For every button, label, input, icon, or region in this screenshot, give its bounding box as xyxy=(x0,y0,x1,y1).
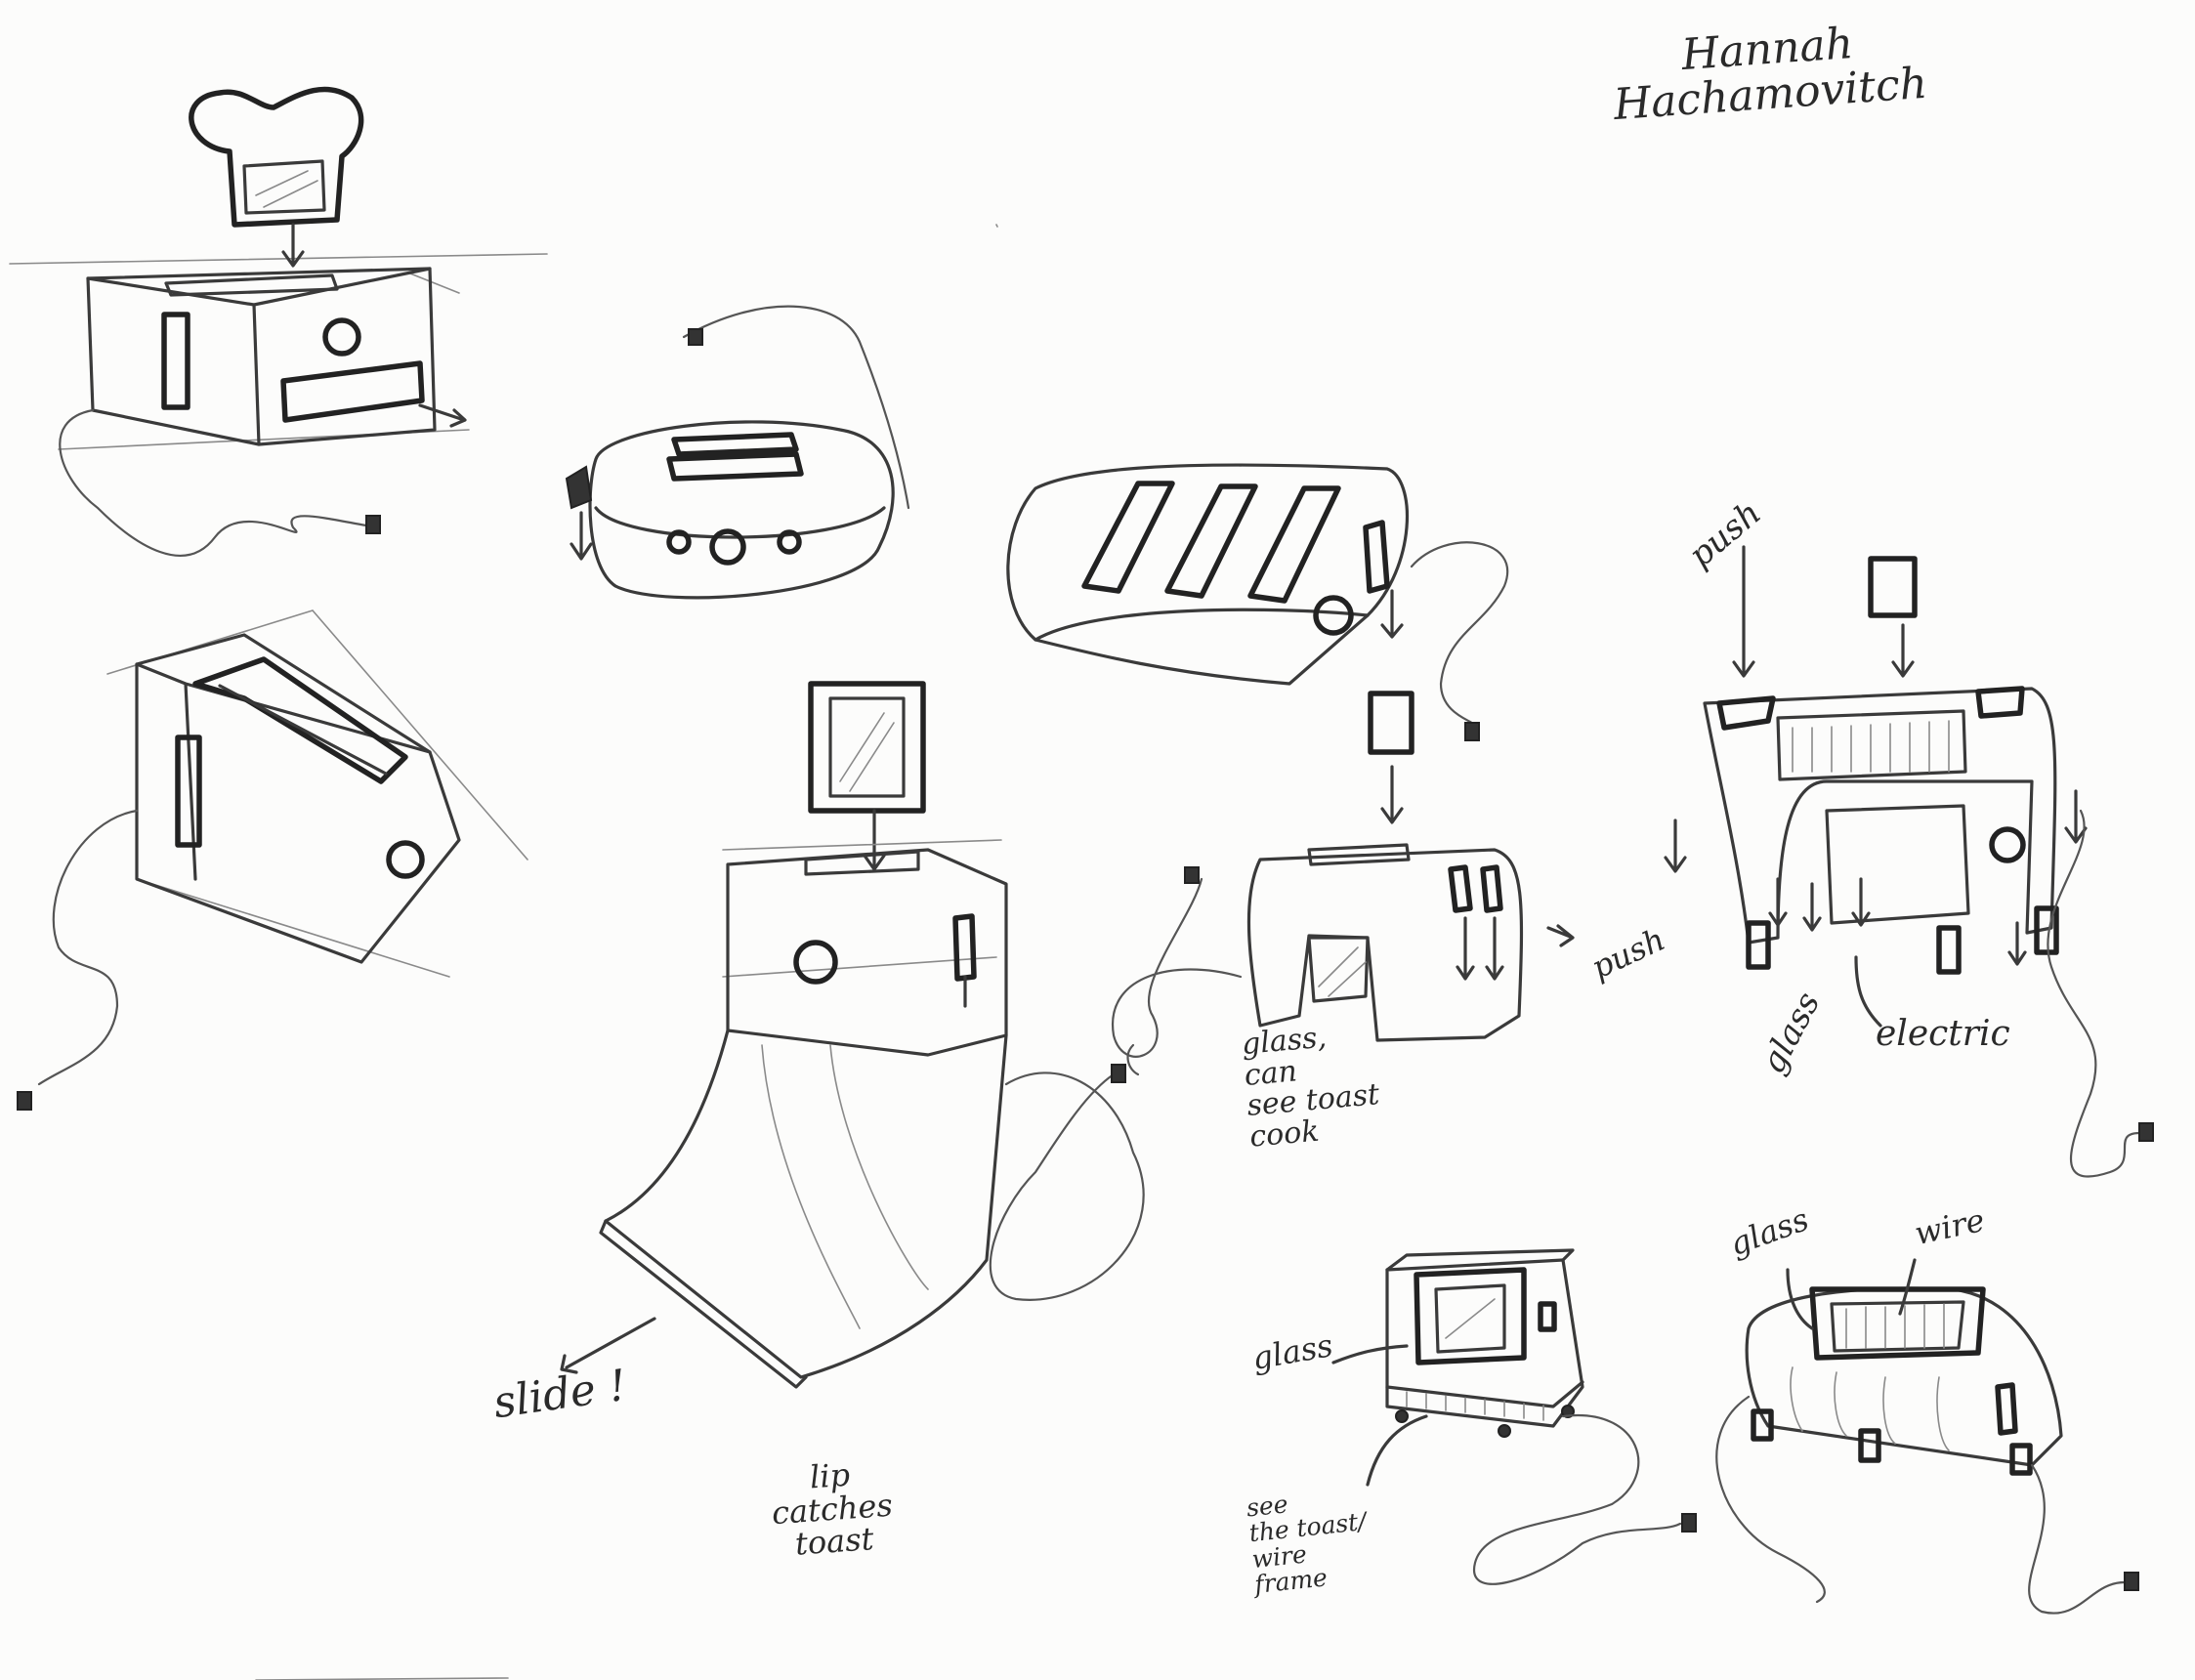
sketch-round-toaster xyxy=(565,305,910,600)
label-electric: electric xyxy=(1876,1014,2010,1054)
sketch-glass-box-toaster xyxy=(1331,1248,1697,1585)
label-lip-catches-toast: lip catches toast xyxy=(770,1455,894,1563)
sketch-slide-toaster xyxy=(560,681,1145,1389)
sketch-push-glass-toaster xyxy=(1664,545,2154,1178)
label-glass-see-toast: glass, can see toast cook xyxy=(1240,1020,1381,1155)
sketch-drawer-toaster xyxy=(9,86,548,557)
sketch-tall-toaster xyxy=(17,609,528,1111)
sketch-three-slot-toaster xyxy=(1006,463,1508,741)
label-see-toast-wire-frame: see the toast/ wire frame xyxy=(1245,1490,1368,1599)
sketch-arched-glass-toaster xyxy=(1111,691,1575,1076)
sketch-rounded-glass-toaster xyxy=(1715,1258,2139,1615)
